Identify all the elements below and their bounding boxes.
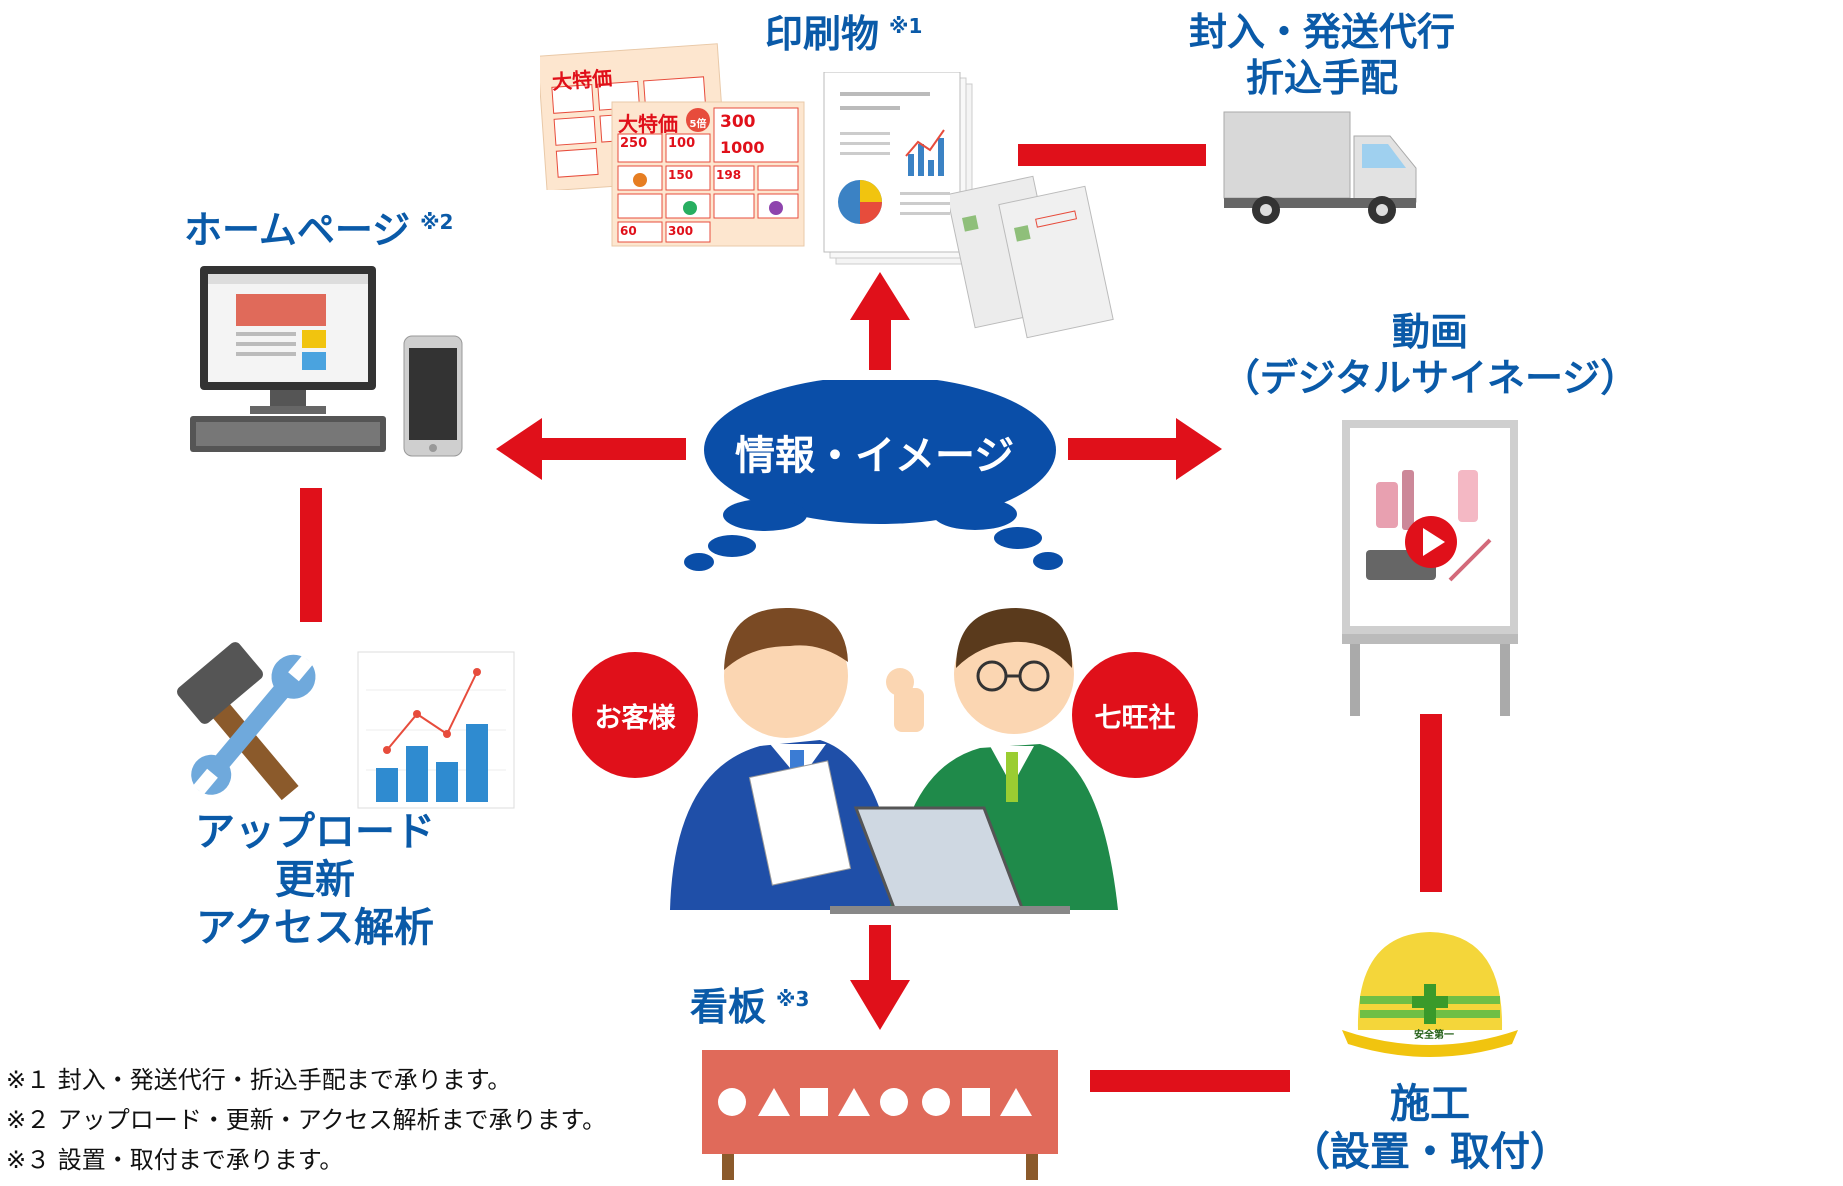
upload-line1: アップロード [195, 809, 435, 855]
line-video-to-construction [1420, 714, 1442, 892]
signboard-title: 看板 [690, 985, 767, 1029]
video-label: 動画 （デジタルサイネージ） [1200, 310, 1660, 401]
arrow-down-to-signboard [850, 925, 910, 1030]
construction-line2: （設置・取付） [1290, 1129, 1570, 1175]
footnote-3: ※３ 設置・取付まで承ります。 [6, 1146, 344, 1174]
mailing-line2: 折込手配 [1245, 55, 1398, 100]
flyer-price-6: 198 [716, 168, 742, 182]
signboard-illustration [702, 1050, 1058, 1180]
meeting-people-illustration [670, 607, 1118, 914]
flyer-price-4: 100 [668, 136, 696, 151]
print-title: 印刷物 [765, 12, 880, 56]
signboard-note: ※3 [776, 987, 810, 1012]
tools-icon [177, 642, 316, 801]
video-line2: （デジタルサイネージ） [1221, 355, 1639, 400]
mailing-label: 封入・発送代行 折込手配 [1172, 10, 1472, 101]
company-badge: 七旺社 [1072, 652, 1198, 778]
print-label: 印刷物 ※1 [765, 12, 922, 58]
arrow-right-to-video [1068, 418, 1222, 480]
helmet-text: 安全第一 [1414, 1030, 1454, 1041]
print-note: ※1 [889, 14, 923, 39]
flyer-price-7: 60 [620, 224, 637, 238]
flyer-front [611, 101, 805, 247]
footnotes: ※１ 封入・発送代行・折込手配まで承ります。 ※２ アップロード・更新・アクセス… [6, 1060, 606, 1180]
flyer-price-1: 300 [720, 112, 756, 132]
signage-stand-illustration [1342, 420, 1518, 716]
flyer-badge: 5倍 [689, 119, 707, 130]
hard-hat-illustration [1342, 932, 1518, 1057]
analytics-chart-icon [357, 651, 515, 809]
mailing-line1: 封入・発送代行 [1188, 10, 1455, 54]
smartphone-illustration [403, 335, 463, 457]
flyer-illustration: 大特価 大特価 5倍 300 1000 250 100 150 198 60 3… [540, 40, 810, 250]
signboard-label: 看板 ※3 [690, 985, 809, 1031]
truck-illustration [1223, 111, 1417, 224]
flyer-headline-front: 大特価 [618, 112, 678, 136]
flyer-price-3: 250 [620, 136, 648, 151]
flyer-price-5: 150 [668, 168, 694, 182]
desktop-computer-illustration [190, 266, 386, 452]
customer-badge: お客様 [572, 652, 698, 778]
thought-bubble [684, 380, 1063, 571]
construction-line1: 施工 [1390, 1081, 1470, 1127]
arrow-left-to-homepage [496, 418, 686, 480]
homepage-note: ※2 [420, 210, 454, 235]
homepage-label: ホームページ ※2 [184, 208, 453, 254]
postcard-illustration [950, 175, 1114, 339]
line-print-to-mailing [1018, 144, 1206, 166]
homepage-title: ホームページ [184, 208, 411, 252]
center-label: 情報・イメージ [735, 433, 1015, 479]
footnote-2: ※２ アップロード・更新・アクセス解析まで承ります。 [6, 1106, 607, 1134]
flyer-price-2: 1000 [720, 138, 765, 157]
construction-label: 施工 （設置・取付） [1270, 1080, 1590, 1176]
line-signboard-to-construction [1090, 1070, 1290, 1092]
report-document-illustration [823, 72, 973, 265]
footnote-1: ※１ 封入・発送代行・折込手配まで承ります。 [6, 1066, 512, 1094]
upload-line3: アクセス解析 [196, 905, 434, 951]
flyer-headline-back: 大特価 [551, 65, 613, 95]
flyer-price-8: 300 [668, 224, 694, 238]
line-homepage-to-upload [300, 488, 322, 622]
upload-label: アップロード 更新 アクセス解析 [160, 808, 470, 952]
video-line1: 動画 [1391, 310, 1468, 354]
arrow-up-to-print [850, 272, 910, 370]
upload-line2: 更新 [275, 857, 355, 903]
